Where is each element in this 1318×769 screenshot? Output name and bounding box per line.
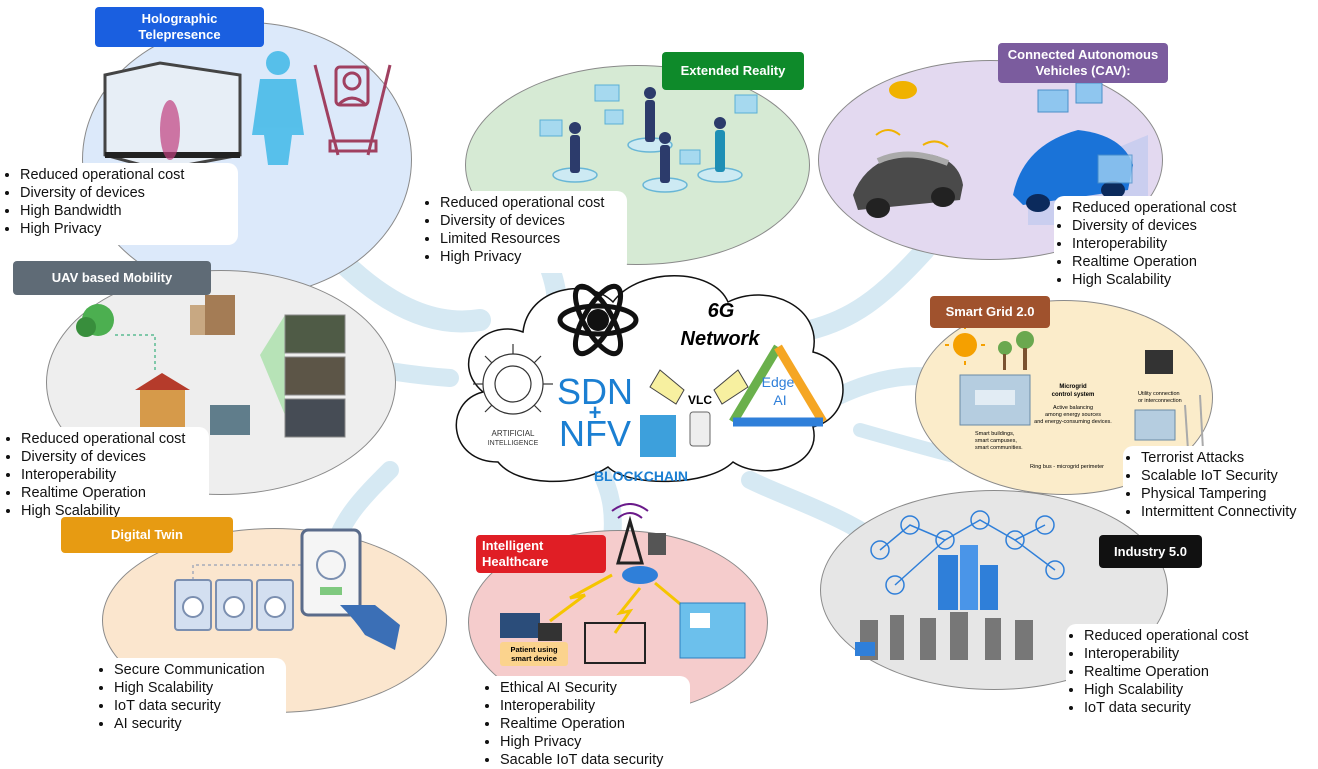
list-item: Realtime Operation (1072, 253, 1252, 271)
uav-bullets: Reduced operational cost Diversity of de… (3, 427, 209, 521)
list-item: High Scalability (1084, 681, 1265, 699)
list-item: Reduced operational cost (1072, 199, 1252, 217)
patient-label-line2: smart device (511, 654, 557, 663)
ai-short-label: AI (773, 392, 786, 408)
list-item: High Privacy (20, 220, 232, 238)
network-title-line2: Network (681, 328, 761, 350)
list-item: Realtime Operation (500, 715, 684, 733)
list-item: High Bandwidth (20, 202, 232, 220)
xr-bullets: Reduced operational cost Diversity of de… (422, 191, 627, 273)
grid-balance-2: among energy sources (1045, 412, 1101, 418)
list-item: Realtime Operation (21, 484, 203, 502)
list-item: High Scalability (21, 502, 203, 520)
cav-tag: Connected Autonomous Vehicles (CAV): (998, 43, 1168, 83)
xr-tag: Extended Reality (662, 52, 804, 90)
blockchain-label: BLOCKCHAIN (594, 468, 688, 484)
network-title-line1: 6G (708, 300, 735, 322)
grid-illustration: Microgrid control system Active balancin… (945, 325, 1204, 470)
twin-tag: Digital Twin (61, 517, 233, 553)
cav-bullets: Reduced operational cost Diversity of de… (1054, 196, 1258, 294)
list-item: IoT data security (1084, 699, 1265, 717)
network-cloud: ARTIFICIAL INTELLIGENCE 6G Network SDN +… (455, 275, 844, 484)
twin-illustration (174, 528, 400, 650)
list-item: Interoperability (1084, 645, 1265, 663)
holographic-bullets: Reduced operational cost Diversity of de… (2, 163, 238, 245)
vlc-icon (649, 369, 749, 447)
list-item: High Scalability (114, 679, 280, 697)
ai-label-line2: INTELLIGENCE (488, 440, 539, 447)
edge-label: Edge (762, 374, 795, 390)
grid-microgrid-1: Microgrid (1059, 384, 1087, 390)
grid-tag: Smart Grid 2.0 (930, 296, 1050, 328)
list-item: Sacable IoT data security (500, 751, 684, 769)
ai-label-line1: ARTIFICIAL (492, 429, 536, 438)
list-item: Diversity of devices (440, 212, 621, 230)
list-item: Physical Tampering (1141, 485, 1307, 503)
plus-label: + (589, 400, 602, 425)
holographic-illustration (103, 51, 392, 172)
list-item: Reduced operational cost (440, 194, 621, 212)
list-item: Limited Resources (440, 230, 621, 248)
list-item: Diversity of devices (21, 448, 203, 466)
list-item: Secure Communication (114, 661, 280, 679)
list-item: Intermittent Connectivity (1141, 503, 1307, 521)
list-item: Interoperability (1072, 235, 1252, 253)
blockchain-icon (640, 415, 676, 457)
list-item: Reduced operational cost (21, 430, 203, 448)
list-item: Interoperability (500, 697, 684, 715)
grid-balance-1: Active balancing (1053, 405, 1093, 411)
grid-utility-1: Utility connection (1138, 391, 1180, 397)
twin-bullets: Secure Communication High Scalability Io… (96, 658, 286, 736)
list-item: High Scalability (1072, 271, 1252, 289)
grid-balance-3: and energy-consuming devices. (1034, 419, 1112, 425)
edge-ai-icon (729, 344, 827, 427)
grid-utility-2: or interconnection (1138, 398, 1182, 404)
patient-label-line1: Patient using (510, 645, 558, 654)
health-bullets: Ethical AI Security Interoperability Rea… (482, 676, 690, 769)
uav-tag: UAV based Mobility (13, 261, 211, 295)
grid-bullets: Terrorist Attacks Scalable IoT Security … (1123, 446, 1313, 522)
list-item: Diversity of devices (1072, 217, 1252, 235)
sdn-label: SDN (557, 371, 633, 412)
uav-illustration (76, 295, 346, 438)
nfv-label: NFV (559, 413, 631, 454)
holographic-tag: Holographic Telepresence (95, 7, 264, 47)
list-item: Scalable IoT Security (1141, 467, 1307, 485)
list-item: IoT data security (114, 697, 280, 715)
industry-illustration (855, 510, 1065, 660)
grid-buildings-2: smart campuses, (975, 438, 1017, 444)
list-item: AI security (114, 715, 280, 733)
grid-buildings-3: smart communities. (975, 445, 1023, 451)
list-item: Diversity of devices (20, 184, 232, 202)
industry-bullets: Reduced operational cost Interoperabilit… (1066, 624, 1271, 718)
list-item: Terrorist Attacks (1141, 449, 1307, 467)
list-item: Reduced operational cost (1084, 627, 1265, 645)
list-item: Reduced operational cost (20, 166, 232, 184)
health-tag: Intelligent Healthcare (476, 535, 606, 573)
vlc-label: VLC (688, 393, 712, 407)
list-item: Realtime Operation (1084, 663, 1265, 681)
xr-illustration (539, 84, 758, 193)
grid-microgrid-2: control system (1052, 392, 1095, 398)
industry-tag: Industry 5.0 (1099, 535, 1202, 568)
grid-buildings-1: Smart buildings, (975, 431, 1015, 437)
list-item: Ethical AI Security (500, 679, 684, 697)
health-illustration: Patient using smart device (500, 503, 746, 666)
grid-ring-label: Ring bus - microgrid perimeter (1030, 464, 1104, 470)
list-item: High Privacy (440, 248, 621, 266)
list-item: High Privacy (500, 733, 684, 751)
list-item: Interoperability (21, 466, 203, 484)
